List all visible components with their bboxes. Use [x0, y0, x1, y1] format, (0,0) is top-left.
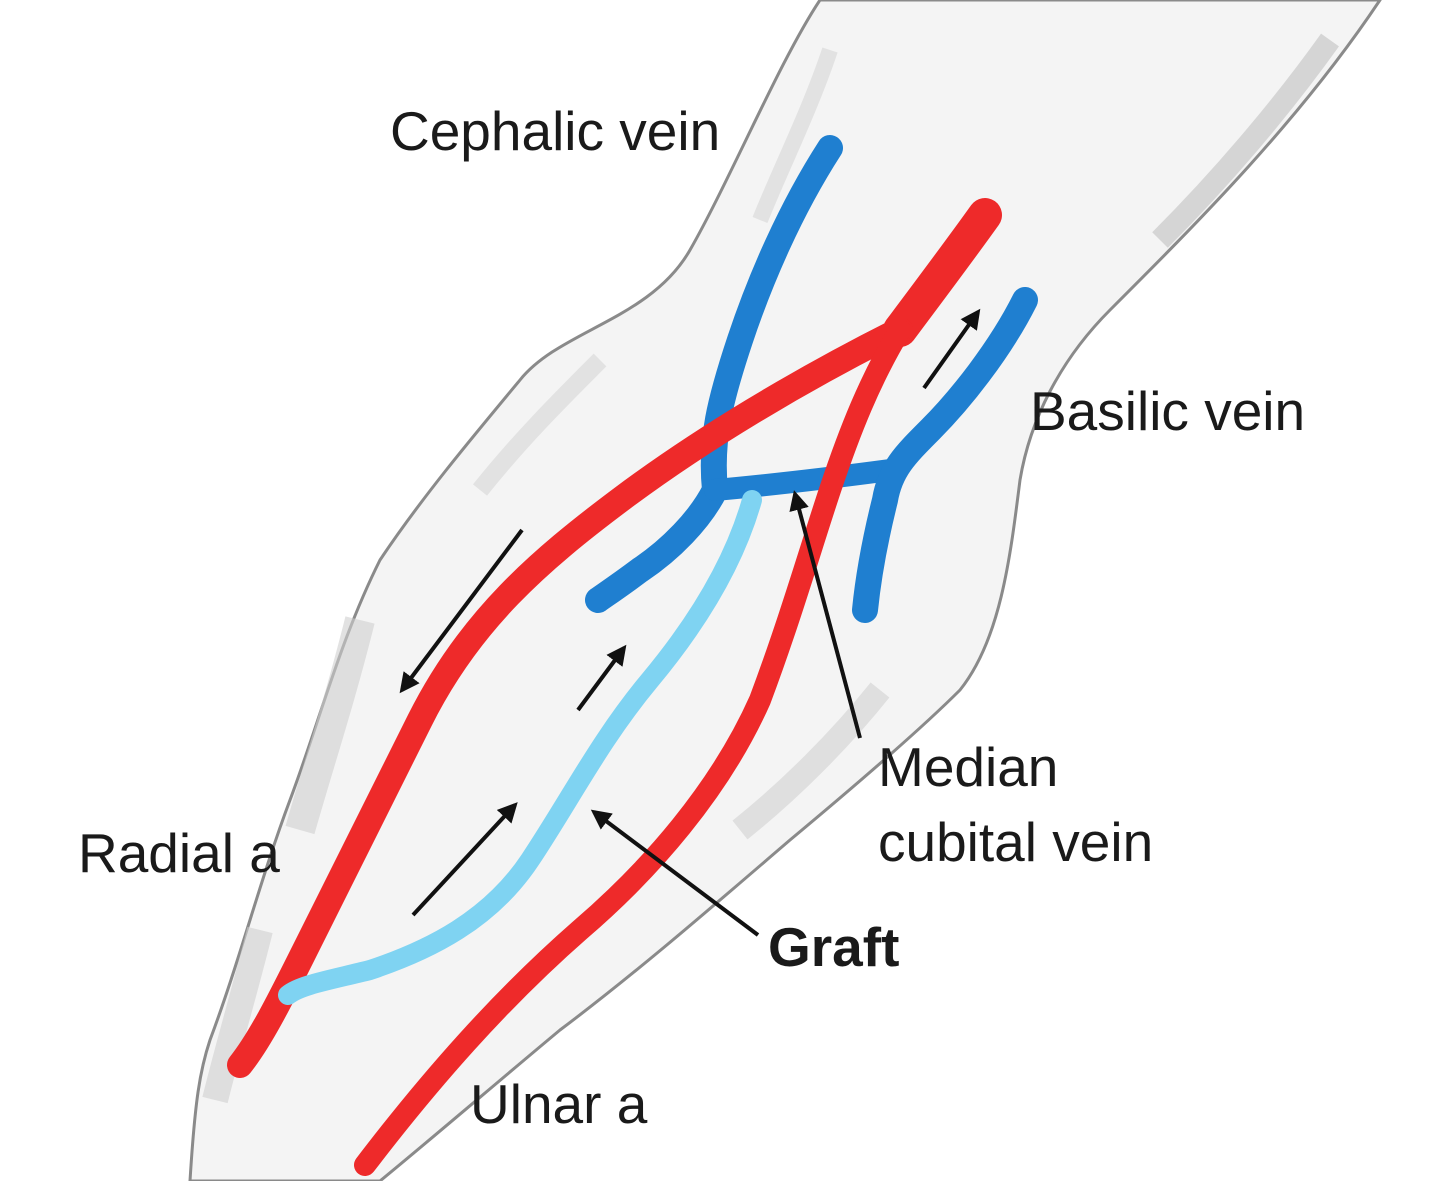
- median-cubital-vein-label-line2: cubital vein: [878, 811, 1154, 873]
- arm-skin-shape: [188, 0, 1382, 1181]
- veins: [585, 135, 1038, 623]
- skin-shading: [752, 47, 838, 223]
- cephalic-vein-label: Cephalic vein: [390, 100, 721, 162]
- radial-artery-label: Radial a: [78, 822, 280, 884]
- skin-shading: [732, 682, 890, 840]
- skin-shading: [472, 353, 607, 496]
- ulnar-artery: [354, 319, 911, 1176]
- brachial-artery: [883, 198, 1002, 347]
- flow-arrows: [399, 308, 981, 917]
- ulnar-artery-label: Ulnar a: [470, 1073, 648, 1135]
- skin-shading: [1152, 33, 1339, 248]
- radial-artery: [227, 317, 913, 1078]
- basilic-vein: [852, 287, 1038, 623]
- graft-label: Graft: [768, 916, 900, 978]
- arteries: [227, 198, 1002, 1176]
- skin-shading: [202, 926, 273, 1104]
- median-cubital-vein: [704, 459, 901, 501]
- skin-shading: [285, 616, 375, 835]
- median-cubital-leader: [789, 490, 862, 739]
- median-cubital-vein-label-line1: Median: [878, 736, 1059, 798]
- cephalic-vein: [585, 135, 843, 613]
- arrow-graft-flow-upper: [576, 644, 627, 712]
- leader-lines: [590, 490, 862, 937]
- arrow-basilic-flow: [922, 308, 981, 390]
- arrow-radial-flow: [399, 528, 524, 694]
- graft: [278, 490, 762, 1005]
- graft-leader: [590, 809, 760, 937]
- arrow-graft-flow-lower: [411, 802, 518, 917]
- arm-outline: [188, 0, 1382, 1181]
- basilic-vein-label: Basilic vein: [1030, 380, 1306, 442]
